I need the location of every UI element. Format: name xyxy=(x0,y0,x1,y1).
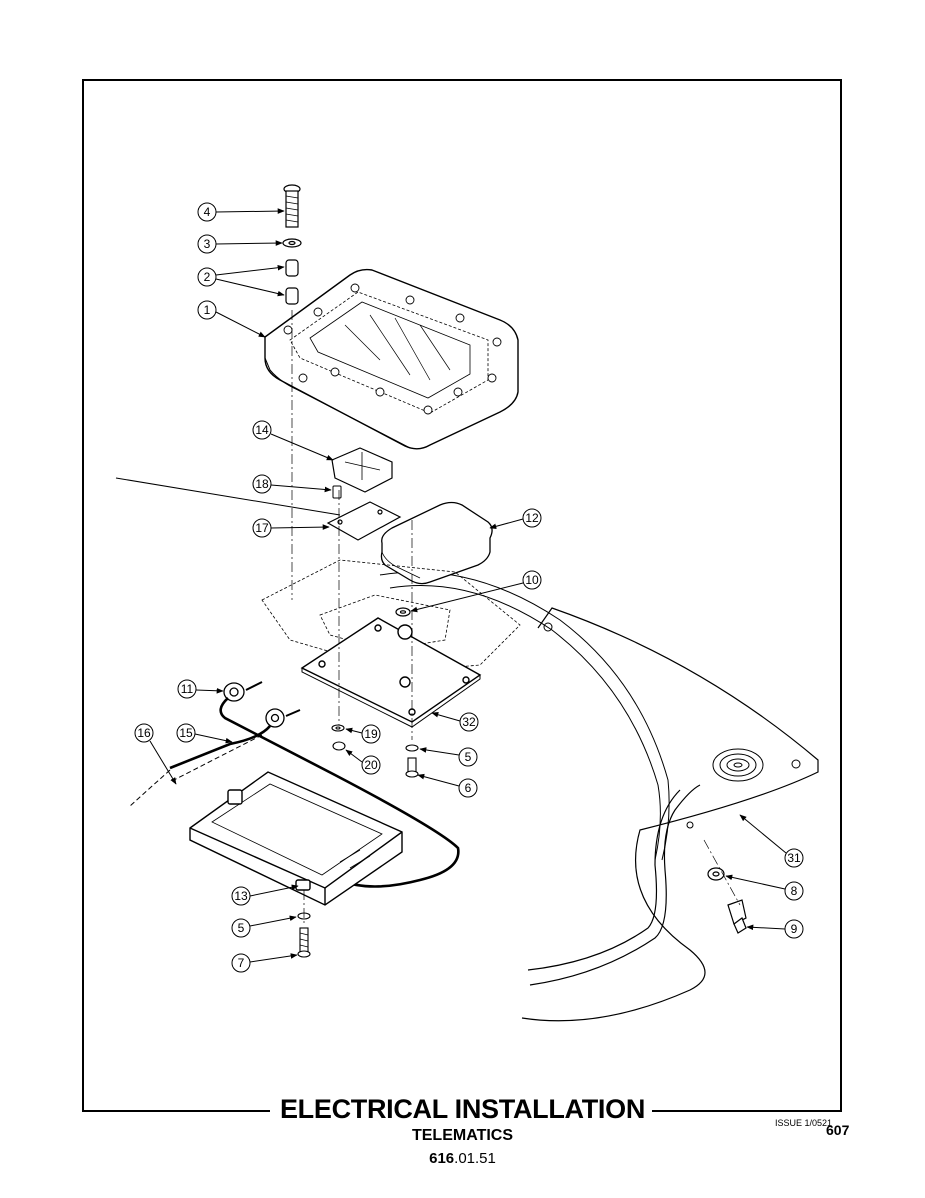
callout-16: 16 xyxy=(134,723,177,785)
callout-12: 12 xyxy=(489,508,542,530)
roof-vent xyxy=(712,748,764,782)
callout-2: 2 xyxy=(197,264,285,297)
callout-14: 14 xyxy=(252,420,334,461)
page-border xyxy=(82,79,842,1112)
svg-text:5: 5 xyxy=(238,921,245,935)
antenna-knob-14 xyxy=(331,447,393,493)
telematics-unit-13 xyxy=(189,771,403,906)
washer-19 xyxy=(331,724,345,732)
nut-20 xyxy=(332,741,346,751)
antenna-cover xyxy=(264,268,519,450)
page-title: ELECTRICAL INSTALLATION xyxy=(279,1094,646,1124)
callout-1: 1 xyxy=(197,300,266,338)
svg-text:19: 19 xyxy=(364,727,378,741)
callout-7: 7 xyxy=(231,953,298,973)
bracket-17 xyxy=(326,501,402,541)
callout-11: 11 xyxy=(177,679,224,699)
antenna-cable xyxy=(115,477,460,888)
svg-text:12: 12 xyxy=(525,511,539,525)
washer-5a xyxy=(405,744,419,752)
grommet-11 xyxy=(223,681,263,702)
screw-7 xyxy=(297,927,311,958)
svg-text:2: 2 xyxy=(204,270,211,284)
screw-18 xyxy=(332,485,342,499)
callout-13: 13 xyxy=(231,884,299,906)
svg-text:32: 32 xyxy=(462,715,476,729)
svg-text:20: 20 xyxy=(364,758,378,772)
section-code-minor: .01.51 xyxy=(454,1150,496,1167)
base-plate-32 xyxy=(300,617,482,728)
washer-8 xyxy=(707,867,725,881)
svg-text:1: 1 xyxy=(204,303,211,317)
svg-text:15: 15 xyxy=(179,726,193,740)
page-number: 607 xyxy=(826,1122,850,1138)
section-code: 616.01.51 xyxy=(0,1150,925,1167)
svg-text:18: 18 xyxy=(255,477,269,491)
nut-10 xyxy=(395,607,411,617)
bolt-9 xyxy=(727,899,747,934)
bolt-4 xyxy=(283,184,301,228)
washer-3 xyxy=(282,238,302,248)
svg-text:8: 8 xyxy=(791,884,798,898)
issue-label: ISSUE 1/0521 xyxy=(775,1118,833,1128)
svg-text:17: 17 xyxy=(255,521,269,535)
callout-6: 6 xyxy=(417,773,478,798)
callouts: 4 3 2 1 14 18 17 12 10 11 16 15 32 19 20… xyxy=(134,202,804,973)
callout-8: 8 xyxy=(725,874,804,901)
svg-text:9: 9 xyxy=(791,922,798,936)
callout-5-lower: 5 xyxy=(231,915,297,938)
callout-19: 19 xyxy=(345,724,381,744)
callout-3: 3 xyxy=(197,234,283,254)
section-subtitle: TELEMATICS xyxy=(411,1127,514,1144)
callout-32: 32 xyxy=(431,712,479,732)
roof-panel xyxy=(379,571,819,1022)
callout-31: 31 xyxy=(739,814,804,868)
mounting-cutout xyxy=(261,559,521,673)
spacers-2 xyxy=(285,259,299,305)
svg-text:16: 16 xyxy=(137,726,151,740)
center-lines xyxy=(291,310,741,925)
antenna-module-12 xyxy=(380,501,493,585)
callout-15: 15 xyxy=(176,723,233,744)
svg-text:14: 14 xyxy=(255,423,269,437)
svg-text:10: 10 xyxy=(525,573,539,587)
svg-text:31: 31 xyxy=(787,851,801,865)
svg-text:7: 7 xyxy=(238,956,245,970)
callout-4: 4 xyxy=(197,202,285,222)
svg-text:6: 6 xyxy=(465,781,472,795)
svg-text:3: 3 xyxy=(204,237,211,251)
callout-18: 18 xyxy=(252,474,332,494)
svg-text:5: 5 xyxy=(465,750,472,764)
callout-17: 17 xyxy=(252,518,330,538)
callout-10: 10 xyxy=(410,570,542,613)
screw-6 xyxy=(405,757,419,778)
callout-5-upper: 5 xyxy=(419,747,478,767)
callout-20: 20 xyxy=(345,749,381,775)
svg-text:13: 13 xyxy=(234,889,248,903)
section-code-major: 616 xyxy=(429,1150,455,1167)
grommet-lower xyxy=(265,708,301,728)
callout-9: 9 xyxy=(746,919,804,939)
svg-text:4: 4 xyxy=(204,205,211,219)
svg-text:11: 11 xyxy=(181,682,194,696)
